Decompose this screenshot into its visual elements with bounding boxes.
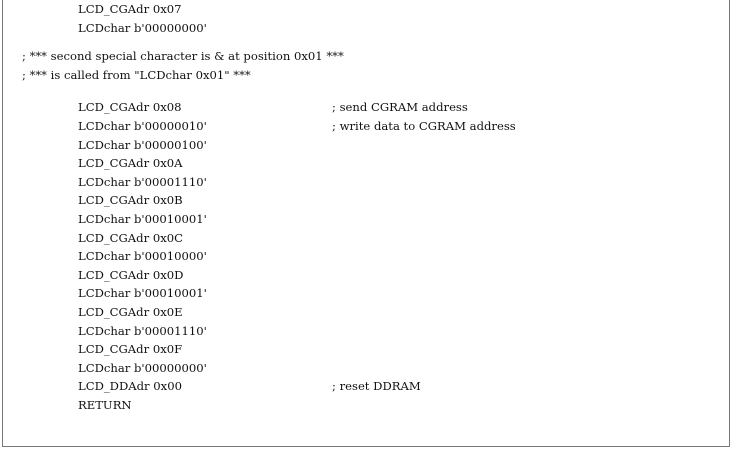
code-line: LCD_CGAdr 0x07 [22,0,181,19]
instruction: LCDchar b'00001110' [78,174,207,189]
code-line: LCD_CGAdr 0x0E [22,303,183,322]
blank-line [22,84,44,98]
instruction: LCDchar b'00010001' [78,211,207,226]
code-line: LCDchar b'00000010' ; write data to CGRA… [22,117,516,136]
instruction: LCD_CGAdr 0x07 [78,2,182,16]
comment-line: ; *** second special character is & at p… [22,47,344,66]
code-line: LCDchar b'00000000' [22,19,207,38]
code-line: LCD_CGAdr 0x0F [22,340,182,359]
instruction: LCD_CGAdr 0x0E [78,304,183,319]
instruction: LCD_CGAdr 0x0A [78,156,183,171]
instruction: LCDchar b'00000010' [78,118,207,133]
instruction: LCD_CGAdr 0x0D [78,267,184,282]
instruction: LCDchar b'00000000' [78,360,207,375]
code-line: LCDchar b'00010000' [22,247,207,266]
instruction: LCD_CGAdr 0x0C [78,230,183,245]
code-line: LCDchar b'00001110' [22,322,207,341]
instruction: LCDchar b'00000100' [78,137,207,152]
code-line: LCDchar b'00000100' [22,136,207,155]
code-line: LCD_CGAdr 0x08 ; send CGRAM address [22,98,468,117]
instruction: LCD_DDAdr 0x00 [78,379,182,394]
code-line: LCDchar b'00010001' [22,210,207,229]
instruction: LCDchar b'00000000' [78,20,207,35]
instruction: LCDchar b'00001110' [78,323,207,338]
instruction: LCDchar b'00010001' [78,286,207,301]
comment-line: ; *** is called from "LCDchar 0x01" *** [22,66,251,85]
instruction: LCDchar b'00010000' [78,249,207,264]
code-line: LCD_DDAdr 0x00 ; reset DDRAM [22,377,421,396]
instruction: LCD_CGAdr 0x0F [78,342,183,357]
code-line: LCD_CGAdr 0x0C [22,229,183,248]
section-comment: ; *** is called from "LCDchar 0x01" *** [22,67,251,82]
code-line: RETURN [22,396,132,415]
section-comment: ; *** second special character is & at p… [22,49,344,64]
inline-comment: ; reset DDRAM [332,379,421,394]
instruction: LCD_CGAdr 0x0B [78,193,183,208]
code-line: LCD_CGAdr 0x0D [22,266,183,285]
code-line: LCDchar b'00010001' [22,284,207,303]
instruction: RETURN [78,397,132,412]
blank-line [22,37,44,47]
instruction: LCD_CGAdr 0x08 [78,100,182,115]
inline-comment: ; send CGRAM address [332,100,468,115]
code-listing: LCD_CGAdr 0x07 LCDchar b'00000000' ; ***… [22,0,516,415]
code-line: LCD_CGAdr 0x0A [22,154,182,173]
code-line: LCDchar b'00001110' [22,173,207,192]
inline-comment: ; write data to CGRAM address [332,118,516,133]
code-line: LCD_CGAdr 0x0B [22,191,183,210]
code-line: LCDchar b'00000000' [22,359,207,378]
